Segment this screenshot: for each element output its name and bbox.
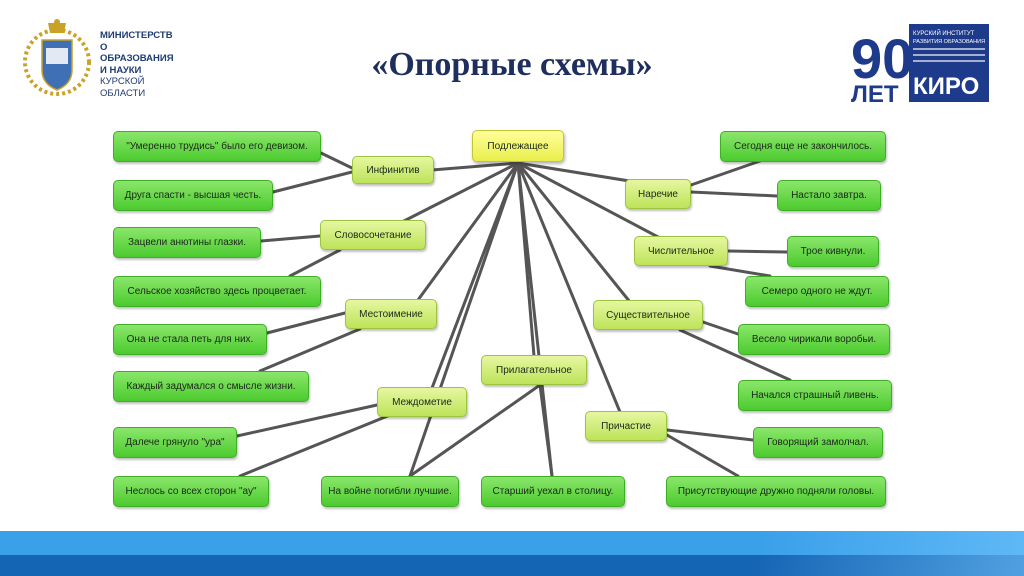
- connector-line: [288, 248, 342, 278]
- connector-line: [408, 383, 542, 478]
- coat-of-arms-icon: [22, 18, 92, 96]
- connector-line: [430, 161, 520, 172]
- node-leaf[interactable]: На войне погибли лучшие.: [321, 476, 459, 507]
- node-leaf[interactable]: Присутствующие дружно подняли головы.: [666, 476, 886, 507]
- node-noun[interactable]: Существительное: [593, 300, 703, 330]
- node-pronoun[interactable]: Местоимение: [345, 299, 437, 329]
- node-root[interactable]: Подлежащее: [472, 130, 564, 162]
- node-leaf[interactable]: Сегодня еще не закончилось.: [720, 131, 886, 162]
- ministry-line: МИНИСТЕРСТВ: [100, 30, 173, 41]
- connector-line: [408, 161, 520, 478]
- connector-line: [665, 433, 740, 478]
- logo-number: 90: [851, 27, 913, 90]
- node-leaf[interactable]: Каждый задумался о смысле жизни.: [113, 371, 309, 402]
- footer-band-gloss: [760, 531, 1024, 576]
- connector-line: [516, 161, 632, 304]
- connector-line: [258, 327, 362, 373]
- logo-abbr: КИРО: [913, 73, 979, 100]
- connector-line: [265, 311, 347, 335]
- node-adjective[interactable]: Прилагательное: [481, 355, 587, 385]
- connector-line: [400, 161, 520, 224]
- page-title: «Опорные схемы»: [371, 46, 653, 83]
- connector-line: [689, 190, 779, 198]
- ministry-line: КУРСКОЙ: [100, 76, 145, 87]
- node-leaf[interactable]: Сельское хозяйство здесь процветает.: [113, 276, 321, 307]
- node-adverb[interactable]: Наречие: [625, 179, 691, 209]
- node-leaf[interactable]: Трое кивнули.: [787, 236, 879, 267]
- node-leaf[interactable]: Она не стала петь для них.: [113, 324, 267, 355]
- node-leaf[interactable]: Говорящий замолчал.: [753, 427, 883, 458]
- node-leaf[interactable]: Весело чирикали воробьи.: [738, 324, 890, 355]
- node-numeral[interactable]: Числительное: [634, 236, 728, 266]
- connector-line: [259, 234, 322, 243]
- ministry-line: ОБРАЗОВАНИЯ: [100, 53, 174, 64]
- node-leaf[interactable]: Зацвели анютины глазки.: [113, 227, 261, 258]
- node-leaf[interactable]: Начался страшный ливень.: [738, 380, 892, 411]
- ministry-line: И НАУКИ: [100, 64, 142, 76]
- connector-line: [516, 161, 662, 240]
- kiro-logo: 90 ЛЕТ КУРСКИЙ ИНСТИТУТ РАЗВИТИЯ ОБРАЗОВ…: [849, 22, 991, 108]
- node-leaf[interactable]: Настало завтра.: [777, 180, 881, 211]
- ministry-line: О: [100, 41, 108, 53]
- ministry-name: МИНИСТЕРСТВ О ОБРАЗОВАНИЯ И НАУКИ КУРСКО…: [100, 30, 210, 99]
- node-participle[interactable]: Причастие: [585, 411, 667, 441]
- connector-line: [701, 320, 740, 336]
- connector-line: [271, 170, 354, 194]
- connector-line: [665, 428, 755, 442]
- node-leaf[interactable]: Далече грянуло "ура": [113, 427, 237, 458]
- connector-line: [678, 328, 792, 382]
- connector-line: [538, 383, 554, 478]
- ministry-line: ОБЛАСТИ: [100, 87, 146, 99]
- connector-line: [235, 403, 379, 438]
- connector-line: [689, 159, 762, 187]
- node-leaf[interactable]: Друга спасти - высшая честь.: [113, 180, 273, 211]
- connector-line: [726, 249, 789, 254]
- connector-line: [319, 151, 354, 170]
- node-phrase[interactable]: Словосочетание: [320, 220, 426, 250]
- logo-text-line: КУРСКИЙ ИНСТИТУТ: [913, 29, 975, 37]
- node-infinitive[interactable]: Инфинитив: [352, 156, 434, 184]
- node-leaf[interactable]: Старший уехал в столицу.: [481, 476, 625, 507]
- logo-text-line: РАЗВИТИЯ ОБРАЗОВАНИЯ: [913, 39, 985, 45]
- node-leaf[interactable]: "Умеренно трудись" было его девизом.: [113, 131, 321, 162]
- node-leaf[interactable]: Неслось со всех сторон "ау": [113, 476, 269, 507]
- connector-line: [238, 413, 392, 478]
- node-leaf[interactable]: Семеро одного не ждут.: [745, 276, 889, 307]
- logo-word: ЛЕТ: [851, 81, 899, 104]
- connector-line: [708, 264, 772, 278]
- connector-line: [516, 161, 622, 414]
- node-interjection[interactable]: Междометие: [377, 387, 467, 417]
- connector-line: [416, 161, 520, 302]
